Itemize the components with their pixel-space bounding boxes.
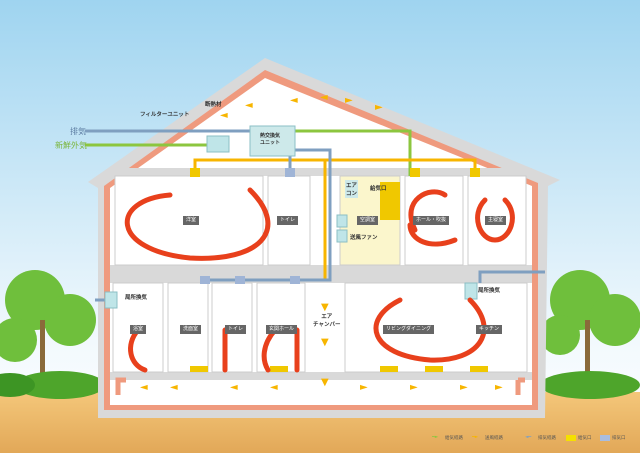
room-label: 空調室 bbox=[357, 216, 379, 225]
filter-unit-callout: フィルターユニット bbox=[140, 112, 190, 118]
svg-text:◄: ◄ bbox=[220, 110, 228, 121]
svg-text:▼: ▼ bbox=[321, 337, 329, 348]
exhaust-vent-swatch-icon bbox=[600, 435, 610, 441]
svg-text:◄: ◄ bbox=[270, 382, 278, 393]
svg-text:►: ► bbox=[375, 102, 383, 113]
supply-arrow-icon: ━► bbox=[432, 435, 439, 440]
svg-text:►: ► bbox=[410, 382, 418, 393]
svg-text:►: ► bbox=[495, 382, 503, 393]
supply-vent-callout: 給気口 bbox=[370, 186, 387, 192]
room-label: 主寝室 bbox=[485, 216, 507, 225]
svg-text:◄: ◄ bbox=[290, 95, 298, 106]
room-label: 洋室 bbox=[183, 216, 200, 225]
svg-text:▼: ▼ bbox=[321, 377, 329, 388]
svg-text:◄: ◄ bbox=[170, 382, 178, 393]
svg-text:►: ► bbox=[345, 95, 353, 106]
svg-text:◄: ◄ bbox=[140, 382, 148, 393]
outside-exhaust-label: 排気 bbox=[70, 127, 86, 136]
legend-item: 排気経路 bbox=[538, 436, 556, 441]
room-label: 洗面室 bbox=[180, 325, 202, 334]
supply-vent-swatch-icon bbox=[566, 435, 576, 441]
legend-item: 給気口 bbox=[578, 436, 592, 441]
local-vent-left-callout: 局所換気 bbox=[125, 295, 148, 301]
heat-exchanger-callout: 熱交換気 ユニット bbox=[260, 133, 281, 146]
svg-text:◄: ◄ bbox=[320, 92, 328, 103]
room-label: 浴室 bbox=[130, 325, 147, 334]
heat-exchanger-unit bbox=[249, 125, 296, 157]
svg-text:◄: ◄ bbox=[230, 382, 238, 393]
blower-fan-callout: 送風ファン bbox=[350, 235, 378, 241]
room-label: 玄関ホール bbox=[266, 325, 298, 334]
insulation-callout: 断熱材 bbox=[205, 102, 222, 108]
svg-text:▼: ▼ bbox=[321, 302, 329, 313]
room-label: リビングダイニング bbox=[383, 325, 435, 334]
aircon-callout: エア コン bbox=[345, 180, 359, 198]
supply-vent-box bbox=[380, 182, 400, 220]
svg-text:►: ► bbox=[460, 382, 468, 393]
room-label: ホール・吹抜 bbox=[413, 216, 450, 225]
legend-item: 給気経路 bbox=[445, 436, 463, 441]
circulation-arrow-icon: ━► bbox=[472, 435, 479, 440]
room-label: キッチン bbox=[476, 325, 503, 334]
svg-text:►: ► bbox=[360, 382, 368, 393]
room-label: トイレ bbox=[225, 325, 247, 334]
legend-item: 送風経路 bbox=[485, 436, 503, 441]
svg-text:◄: ◄ bbox=[245, 100, 253, 111]
exhaust-arrow-icon: ◄━ bbox=[525, 435, 532, 440]
legend-item: 排気口 bbox=[612, 436, 626, 441]
local-vent-right-callout: 局所換気 bbox=[478, 288, 501, 294]
air-chamber-callout: エア チャンバー bbox=[313, 314, 341, 328]
tree-right bbox=[540, 270, 640, 399]
outside-fresh-air-label: 新鮮外気 bbox=[55, 141, 87, 150]
tree-left bbox=[0, 270, 105, 399]
room-label: トイレ bbox=[277, 216, 299, 225]
filter-unit bbox=[206, 135, 230, 153]
